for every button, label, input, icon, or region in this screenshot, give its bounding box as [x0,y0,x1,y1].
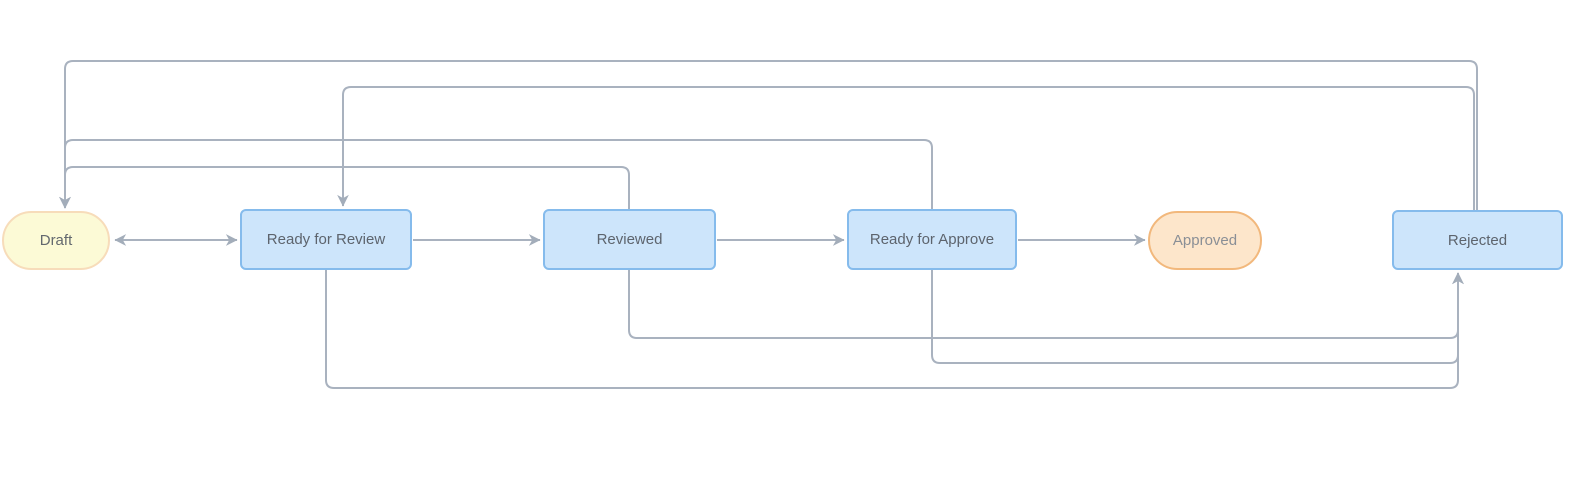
node-ready-for-review-label: Ready for Review [266,231,386,248]
edge-reviewed-rejected[interactable] [628,270,1464,339]
node-rejected-label: Rejected [1447,231,1508,249]
node-draft-label: Draft [39,232,73,249]
edge-reviewed-draft[interactable] [59,166,630,209]
edge-ready-for-review-rejected[interactable] [325,270,1464,389]
node-reviewed-label: Reviewed [596,231,663,248]
edge-rejected-ready-for-review[interactable] [337,86,1475,210]
node-ready-for-approve-label: Ready for Approve [869,231,995,248]
edge-ready-for-approve-rejected[interactable] [931,270,1464,364]
edge-rejected-draft[interactable] [59,60,1478,210]
node-ready-for-approve[interactable]: Ready for Approve [847,209,1017,270]
edge-ready-for-approve-draft[interactable] [59,139,933,209]
node-draft[interactable]: Draft [2,211,110,270]
node-approved[interactable]: Approved [1148,211,1262,270]
node-reviewed[interactable]: Reviewed [543,209,716,270]
node-rejected[interactable]: Rejected [1392,210,1563,270]
node-approved-label: Approved [1172,232,1238,249]
node-ready-for-review[interactable]: Ready for Review [240,209,412,270]
